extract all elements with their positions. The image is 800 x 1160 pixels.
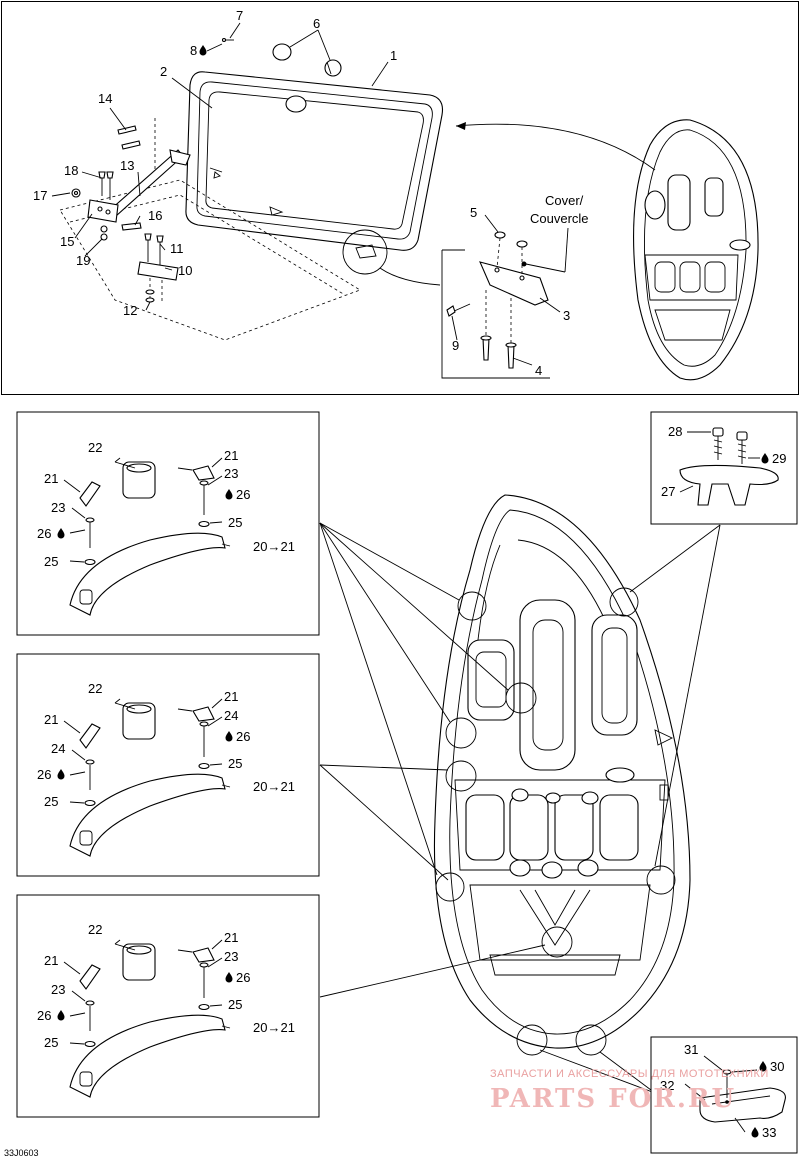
c-callout-26-right: 26 (236, 970, 250, 985)
callout-15: 15 (60, 234, 74, 249)
a-callout-23-left: 23 (51, 500, 65, 515)
c-callout-26-left: 26 (37, 1008, 51, 1023)
a-callout-25-left: 25 (44, 554, 58, 569)
fastener-16 (121, 222, 142, 231)
washer-5 (494, 231, 528, 276)
c-callout-21-left: 21 (44, 953, 58, 968)
callout-16: 16 (148, 208, 162, 223)
callout-18: 18 (64, 163, 78, 178)
cover-label-line1: Cover/ (545, 193, 584, 208)
stern-callout-32: 32 (660, 1078, 674, 1093)
cover-label-line2: Couvercle (530, 211, 589, 226)
top-leader-lines (51, 22, 569, 366)
callout-4: 4 (535, 363, 542, 378)
a-callout-23-right: 23 (224, 466, 238, 481)
callout-5: 5 (470, 205, 477, 220)
b-callout-25-left: 25 (44, 794, 58, 809)
screw-18 (98, 171, 114, 200)
nut-17 (71, 188, 81, 198)
clip-14 (117, 118, 156, 170)
cleat-callout-27: 27 (661, 484, 675, 499)
panel-a-parts (69, 457, 226, 616)
b-callout-24-left: 24 (51, 741, 65, 756)
panel-leader-lines (319, 522, 721, 1094)
b-callout-21-left: 21 (44, 712, 58, 727)
callout-11: 11 (170, 241, 184, 256)
a-callout-26-left: 26 (37, 526, 51, 541)
c-callout-23-right: 23 (224, 949, 238, 964)
b-callout-20-21: 20→21 (253, 779, 295, 794)
top-section-frame (1, 1, 799, 395)
c-callout-22: 22 (88, 922, 102, 937)
cover-detail-circle (342, 229, 388, 275)
callout-9: 9 (452, 338, 459, 353)
deck-opening-outline (59, 179, 361, 341)
callout-19: 19 (76, 253, 90, 268)
nut-19 (100, 225, 108, 241)
callout-2: 2 (160, 64, 167, 79)
callout-6: 6 (313, 16, 320, 31)
a-callout-26-right: 26 (236, 487, 250, 502)
screw-9 (446, 303, 471, 317)
latch-button-6 (272, 43, 342, 77)
watercraft-overview-small (633, 119, 759, 381)
callout-7: 7 (236, 8, 243, 23)
c-callout-21-right: 21 (224, 930, 238, 945)
b-callout-24-right: 24 (224, 708, 238, 723)
panel-b-parts (69, 698, 226, 857)
callout-12: 12 (123, 303, 137, 318)
panel-c-parts (69, 939, 226, 1098)
pin-7 (221, 37, 234, 43)
watermark-line1: ЗАПЧАСТИ И АКСЕССУАРЫ ДЛЯ МОТОТЕХНИКИ (490, 1068, 769, 1080)
panel-a-frame (16, 411, 320, 636)
cleat-parts (679, 427, 779, 506)
cleat-callout-28: 28 (668, 424, 682, 439)
diagram-code: 33J0603 (4, 1148, 39, 1158)
cleat-callout-29: 29 (772, 451, 786, 466)
a-callout-21-right: 21 (224, 448, 238, 463)
b-callout-26-right: 26 (236, 729, 250, 744)
stern-parts (699, 1069, 786, 1123)
a-callout-22: 22 (88, 440, 102, 455)
callout-8: 8 (190, 43, 197, 58)
watermark-line2: PARTS FOR.RU (490, 1084, 736, 1114)
storage-lid-assembly (185, 71, 444, 251)
rivet-4 (480, 290, 517, 369)
b-callout-21-right: 21 (224, 689, 238, 704)
a-callout-21-left: 21 (44, 471, 58, 486)
bracket-10 (137, 233, 179, 302)
b-callout-25-right: 25 (228, 756, 242, 771)
overview-pointer-arrow (455, 123, 656, 171)
cover-detail-bracket (441, 250, 550, 379)
stern-callout-33: 33 (762, 1125, 776, 1140)
b-callout-22: 22 (88, 681, 102, 696)
b-callout-26-left: 26 (37, 767, 51, 782)
stern-callout-30: 30 (770, 1059, 784, 1074)
location-circles (435, 587, 676, 1056)
cover-bracket-3 (479, 261, 549, 306)
watercraft-overview-large (433, 494, 691, 1049)
callout-10: 10 (178, 263, 192, 278)
c-callout-23-left: 23 (51, 982, 65, 997)
callout-1: 1 (390, 48, 397, 63)
callout-13: 13 (120, 158, 134, 173)
a-callout-20-21: 20→21 (253, 539, 295, 554)
callout-14: 14 (98, 91, 112, 106)
panel-c-frame (16, 894, 320, 1118)
panel-b-frame (16, 653, 320, 877)
c-callout-25-left: 25 (44, 1035, 58, 1050)
callout-17: 17 (33, 188, 47, 203)
oil-drop-icon (199, 45, 207, 56)
strap-bracket (87, 199, 119, 223)
c-callout-25-right: 25 (228, 997, 242, 1012)
a-callout-25-right: 25 (228, 515, 242, 530)
stern-callout-31: 31 (684, 1042, 698, 1057)
c-callout-20-21: 20→21 (253, 1020, 295, 1035)
callout-3: 3 (563, 308, 570, 323)
